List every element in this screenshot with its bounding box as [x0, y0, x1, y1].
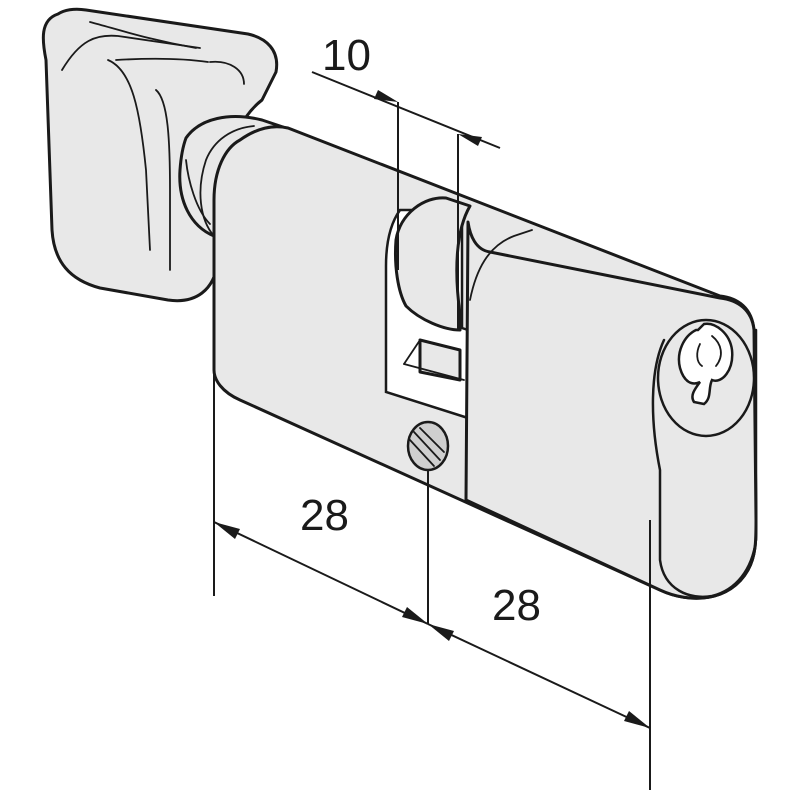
cylinder-body	[212, 125, 758, 600]
dimension-cam-width: 10	[311, 31, 501, 330]
right-length-label: 28	[492, 581, 541, 630]
dimension-left-length: 28	[213, 370, 429, 625]
cam-width-label: 10	[322, 31, 371, 80]
dimension-right-length: 28	[427, 520, 651, 790]
left-length-label: 28	[300, 491, 349, 540]
